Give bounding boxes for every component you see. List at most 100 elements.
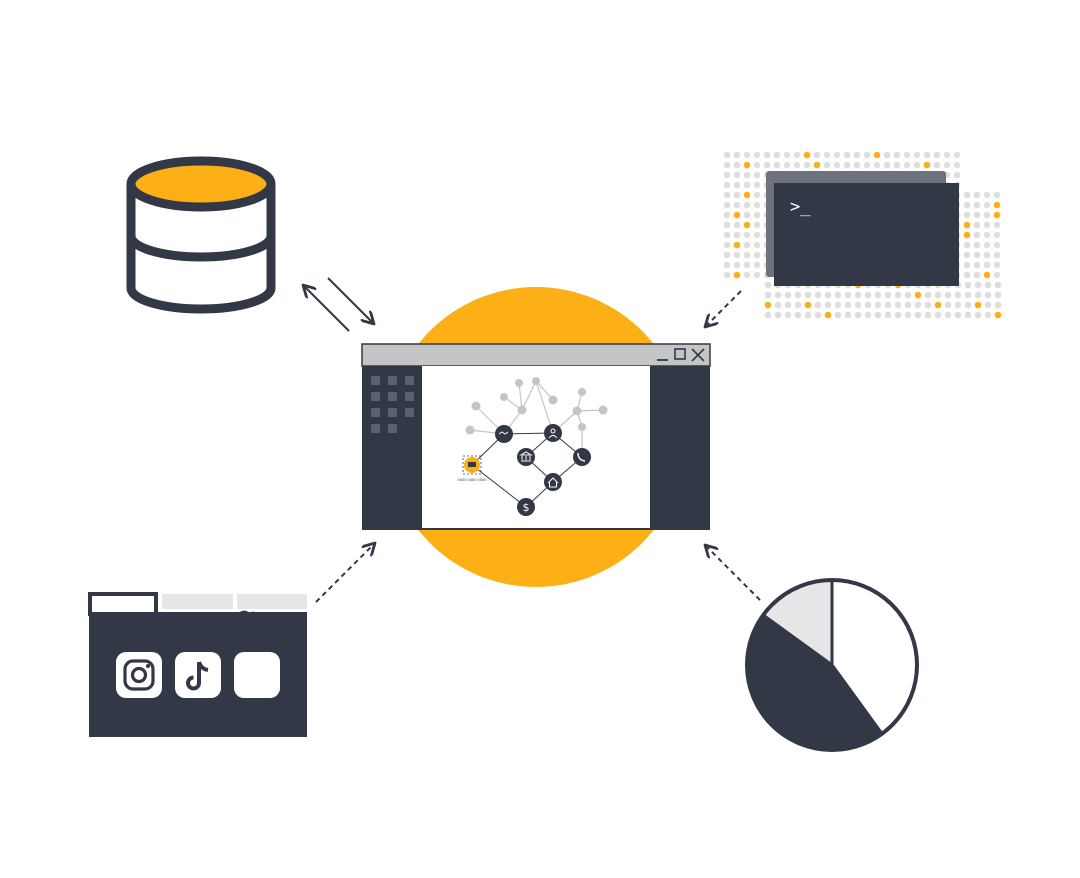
grid-dot	[924, 301, 932, 309]
grid-dot	[873, 161, 881, 169]
database-icon	[126, 156, 276, 314]
grid-dot	[874, 311, 882, 319]
browser-tab-active[interactable]	[88, 592, 158, 616]
grid-dot	[973, 261, 981, 269]
instagram-icon[interactable]	[116, 652, 162, 698]
grid-dot	[764, 301, 772, 309]
grid-dot	[944, 311, 952, 319]
grid-dot	[803, 161, 811, 169]
grid-dot	[753, 211, 761, 219]
grid-dot	[804, 311, 812, 319]
grid-dot	[953, 151, 961, 159]
node-message-highlighted[interactable]: 0000 0000 0000	[458, 455, 487, 482]
grid-dot	[993, 231, 1001, 239]
grid-dot	[774, 291, 782, 299]
grid-dot	[834, 291, 842, 299]
grid-dot	[973, 271, 981, 279]
grid-dot	[723, 191, 731, 199]
grid-dot	[983, 251, 991, 259]
grid-dot	[874, 291, 882, 299]
grid-dot	[824, 311, 832, 319]
grid-dot	[723, 271, 731, 279]
grid-dot	[733, 251, 741, 259]
grid-dot	[843, 151, 851, 159]
node-bank[interactable]	[517, 448, 535, 466]
browser-tab-3[interactable]	[237, 594, 307, 609]
grid-dot	[953, 161, 961, 169]
grid-dot	[934, 311, 942, 319]
grid-dot	[733, 261, 741, 269]
grid-dot	[783, 151, 791, 159]
grid-dot	[844, 301, 852, 309]
grid-dot	[894, 311, 902, 319]
grid-dot	[963, 261, 971, 269]
grid-dot	[733, 211, 741, 219]
tiktok-icon[interactable]	[175, 652, 221, 698]
node-person[interactable]	[544, 424, 562, 442]
browser-tab-2[interactable]	[162, 594, 233, 609]
grid-dot	[733, 151, 741, 159]
grid-dot	[774, 311, 782, 319]
node-handshake[interactable]	[495, 425, 513, 443]
grid-dot	[733, 181, 741, 189]
grid-dot	[753, 161, 761, 169]
grid-dot	[873, 151, 881, 159]
grid-dot	[764, 281, 772, 289]
grid-dot	[904, 291, 912, 299]
grid-dot	[974, 291, 982, 299]
grid-dot	[913, 161, 921, 169]
grid-dot	[923, 151, 931, 159]
grid-dot	[784, 301, 792, 309]
grid-dot	[824, 301, 832, 309]
node-label: 0000 0000 0000	[458, 478, 487, 482]
grid-dot	[743, 161, 751, 169]
grid-dot	[823, 161, 831, 169]
app-window: $ 0000 0000 0000	[361, 343, 711, 530]
node-phone[interactable]	[573, 448, 591, 466]
grid-dot	[723, 161, 731, 169]
grid-dot	[743, 181, 751, 189]
grid-dot	[973, 211, 981, 219]
grid-dot	[743, 231, 751, 239]
social-browser	[88, 592, 307, 737]
grid-dot	[984, 311, 992, 319]
maximize-icon[interactable]	[674, 348, 686, 360]
close-icon[interactable]	[691, 348, 705, 362]
grid-dot	[963, 231, 971, 239]
grid-dot	[853, 151, 861, 159]
grid-dot	[773, 161, 781, 169]
grid-dot	[854, 291, 862, 299]
grid-dot	[733, 201, 741, 209]
grid-dot	[743, 201, 751, 209]
grid-dot	[753, 251, 761, 259]
grid-dot	[743, 171, 751, 179]
window-canvas	[422, 366, 650, 528]
grid-dot	[764, 311, 772, 319]
arrow-database-window	[304, 277, 373, 332]
grid-dot	[753, 191, 761, 199]
grid-dot	[983, 211, 991, 219]
grid-dot	[773, 151, 781, 159]
grid-dot	[794, 301, 802, 309]
grid-dot	[884, 291, 892, 299]
twitter-icon[interactable]	[219, 610, 280, 698]
grid-dot	[733, 271, 741, 279]
grid-dot	[994, 291, 1002, 299]
grid-dot	[993, 261, 1001, 269]
grid-dot	[753, 221, 761, 229]
pie-outline	[745, 578, 919, 752]
grid-dot	[723, 251, 731, 259]
grid-dot	[954, 311, 962, 319]
grid-dot	[964, 301, 972, 309]
grid-dot	[853, 161, 861, 169]
grid-dot	[983, 231, 991, 239]
grid-dot	[994, 281, 1002, 289]
grid-dot	[963, 191, 971, 199]
node-dollar[interactable]: $	[517, 498, 535, 516]
grid-dot	[793, 151, 801, 159]
grid-dot	[793, 161, 801, 169]
network-graph: $ 0000 0000 0000	[458, 377, 608, 516]
node-home[interactable]	[544, 473, 562, 491]
grid-dot	[743, 221, 751, 229]
grid-dot	[923, 161, 931, 169]
